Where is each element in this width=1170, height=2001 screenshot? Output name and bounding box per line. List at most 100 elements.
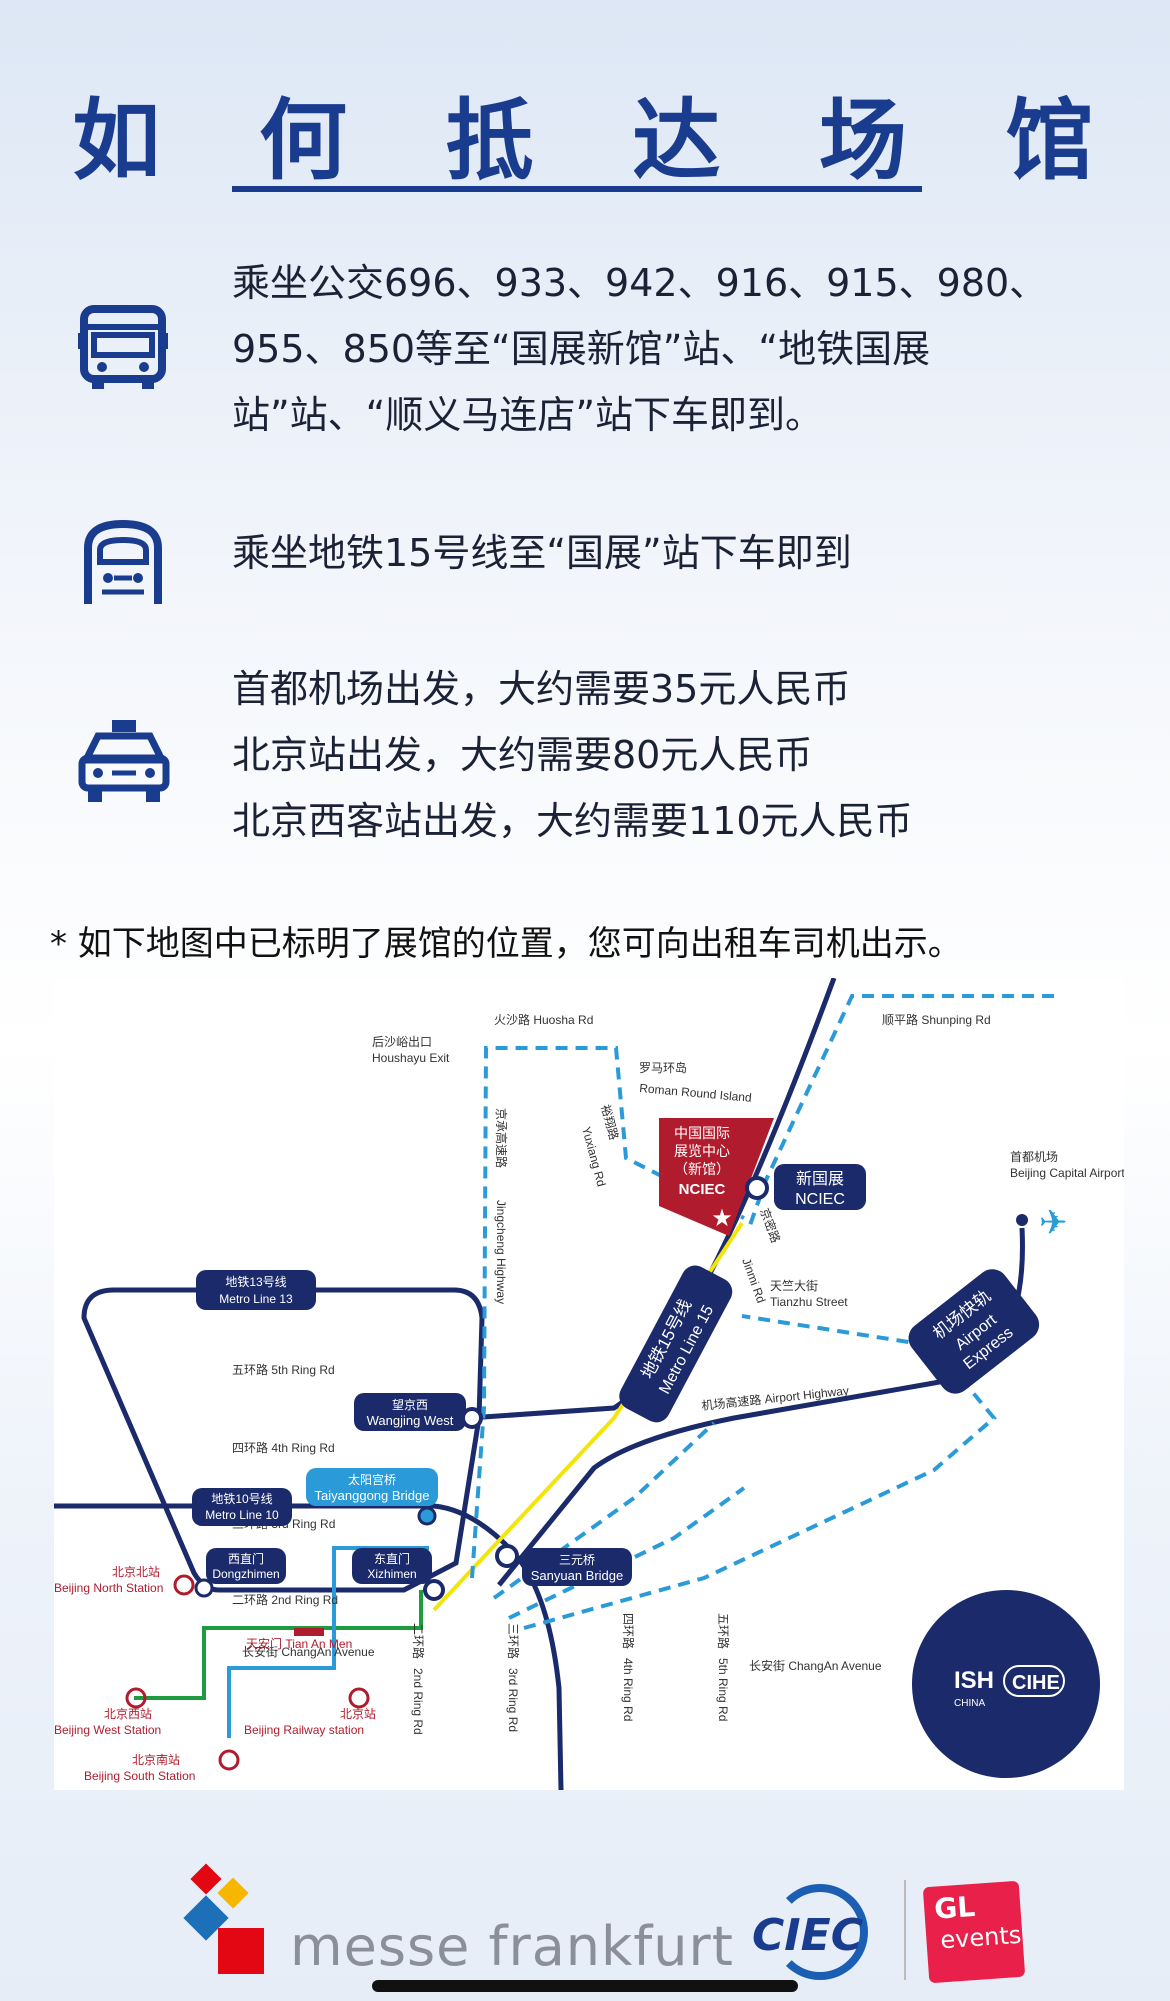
station-label: Beijing West Station xyxy=(54,1723,161,1737)
taxi-icon xyxy=(78,718,170,808)
station-marker xyxy=(745,1176,769,1200)
line10-badge xyxy=(192,1488,292,1526)
line-label: 地铁10号线 xyxy=(211,1492,272,1506)
dongzhimen-badge xyxy=(206,1548,286,1584)
sanyuan-badge xyxy=(522,1548,632,1586)
road-label: 3rd Ring Rd xyxy=(506,1668,520,1732)
road-label: 京承高速路 xyxy=(494,1108,509,1168)
station-label: NCIEC xyxy=(795,1191,845,1208)
station-label: 东直门 xyxy=(374,1551,410,1566)
airport-marker xyxy=(1016,1214,1028,1226)
station-marker xyxy=(194,1578,214,1598)
line-label: Metro Line 13 xyxy=(219,1292,293,1306)
taxi-line-3: 北京西客站出发，大约需要110元人民币 xyxy=(232,799,913,843)
nciec-venue-box xyxy=(659,1118,774,1236)
road-label: 火沙路 Huosha Rd xyxy=(494,1012,593,1027)
gl-events-logo: GL events xyxy=(922,1880,1026,1984)
home-indicator[interactable] xyxy=(372,1980,798,1992)
line-label: Metro Line 10 xyxy=(205,1508,279,1522)
station-label: 新国展 xyxy=(796,1170,844,1188)
road-label: Jingcheng Highway xyxy=(494,1200,508,1304)
station-label: 北京北站 xyxy=(112,1565,160,1579)
route-dashes xyxy=(470,994,1054,1630)
station-label: Beijing North Station xyxy=(54,1581,163,1595)
station-label: 望京西 xyxy=(392,1398,428,1412)
station-marker xyxy=(417,1506,437,1526)
taxi-line-1: 首都机场出发，大约需要35元人民币 xyxy=(232,667,851,711)
road-label: 裕翔路 xyxy=(598,1103,622,1142)
green-line-path xyxy=(134,1590,423,1700)
xizhimen-badge xyxy=(352,1548,432,1584)
bus-line-2: 955、850等至“国展新馆”站、“地铁国展 xyxy=(232,327,931,371)
location-map: 火沙路 Huosha Rd 顺平路 Shunping Rd 后沙峪出口 Hous… xyxy=(54,978,1124,1790)
nciec-station-badge xyxy=(774,1164,866,1210)
road-label: Roman Round Island xyxy=(639,1081,753,1105)
bus-section: 乘坐公交696、933、942、916、915、980、 955、850等至“国… xyxy=(0,250,1170,450)
airport-label: Beijing Capital Airport xyxy=(1010,1166,1124,1180)
station-label: 太阳宫桥 xyxy=(348,1472,396,1487)
road-label: 长安街 ChangAn Avenue xyxy=(242,1644,375,1659)
ciec-logo: CIEC xyxy=(752,1884,884,1984)
airplane-icon: ✈ xyxy=(1039,1204,1068,1242)
taxi-line-2: 北京站出发，大约需要80元人民币 xyxy=(232,733,813,777)
airport-express-badge: 机场快轨 Airport Express xyxy=(908,1269,1040,1394)
road-label: 四环路 xyxy=(621,1613,636,1649)
station-label: Beijing South Station xyxy=(84,1769,195,1783)
wangjing-badge xyxy=(354,1393,466,1431)
bus-text: 乘坐公交696、933、942、916、915、980、 955、850等至“国… xyxy=(232,250,1052,448)
map-note: * 如下地图中已标明了展馆的位置，您可向出租车司机出示。 xyxy=(50,924,962,964)
airport-label: 首都机场 xyxy=(1010,1150,1058,1164)
road-label: 五环路 5th Ring Rd xyxy=(232,1362,335,1377)
road-label: 四环路 4th Ring Rd xyxy=(232,1440,335,1455)
ish-cihe-logo xyxy=(912,1590,1100,1778)
station-label: Beijing Railway station xyxy=(244,1723,364,1737)
road-label: 京密路 xyxy=(757,1206,783,1245)
line-label: 地铁13号线 xyxy=(225,1275,286,1289)
line13-badge xyxy=(196,1270,316,1310)
road-label: 罗马环岛 xyxy=(639,1060,687,1075)
station-marker xyxy=(461,1407,483,1429)
metro-line-1: 乘坐地铁15号线至“国展”站下车即到 xyxy=(232,531,852,575)
road-label: 天竺大街 xyxy=(770,1278,818,1293)
svg-text:ISH: ISH xyxy=(954,1667,994,1694)
road-label: 后沙峪出口 xyxy=(372,1035,432,1049)
footer-divider xyxy=(904,1880,906,1980)
station-label: 西直门 xyxy=(228,1551,264,1566)
train-station-icon xyxy=(125,1687,147,1709)
station-marker xyxy=(423,1579,445,1601)
metro-line-13-path xyxy=(81,1287,485,1593)
metro-icon xyxy=(78,518,168,612)
taiyanggong-badge xyxy=(306,1468,438,1506)
road-label: Tianzhu Street xyxy=(770,1295,848,1309)
page-title: 如 何 抵 达 场 馆 xyxy=(72,89,1128,192)
star-icon: ★ xyxy=(711,1205,733,1232)
nciec-label: 展览中心 xyxy=(674,1143,730,1159)
road-label: Houshayu Exit xyxy=(372,1051,450,1065)
road-label: Jinmi Rd xyxy=(739,1256,768,1305)
metro-section: 乘坐地铁15号线至“国展”站下车即到 xyxy=(0,510,1170,610)
bus-line-3: 站”站、“顺义马连店”站下车即到。 xyxy=(232,393,824,437)
station-label: Dongzhimen xyxy=(212,1567,279,1581)
station-label: Taiyanggong Bridge xyxy=(315,1488,430,1503)
metro-text: 乘坐地铁15号线至“国展”站下车即到 xyxy=(232,520,1052,586)
station-label: 北京南站 xyxy=(132,1752,180,1767)
taxi-text: 首都机场出发，大约需要35元人民币 北京站出发，大约需要80元人民币 北京西客站… xyxy=(232,656,1052,854)
road-label: 五环路 xyxy=(716,1613,731,1649)
bus-line-1: 乘坐公交696、933、942、916、915、980、 xyxy=(232,261,1048,305)
road-label: 三环路 xyxy=(506,1623,521,1659)
nciec-label: NCIEC xyxy=(679,1181,726,1198)
train-station-icon xyxy=(173,1574,195,1596)
road-label: 5th Ring Rd xyxy=(716,1658,730,1721)
title-underline xyxy=(232,186,922,192)
svg-text:CIHE: CIHE xyxy=(1012,1672,1060,1694)
train-station-icon xyxy=(218,1749,240,1771)
road-label: 2nd Ring Rd xyxy=(411,1668,425,1735)
station-label: 北京西站 xyxy=(104,1707,152,1721)
bus-icon xyxy=(78,305,168,395)
tiananmen-icon xyxy=(294,1628,324,1636)
nciec-label: （新馆） xyxy=(674,1161,730,1177)
station-label: Xizhimen xyxy=(367,1567,416,1581)
road-label: 4th Ring Rd xyxy=(621,1658,635,1721)
station-label: Sanyuan Bridge xyxy=(531,1568,624,1583)
station-label: 北京站 xyxy=(340,1707,376,1721)
